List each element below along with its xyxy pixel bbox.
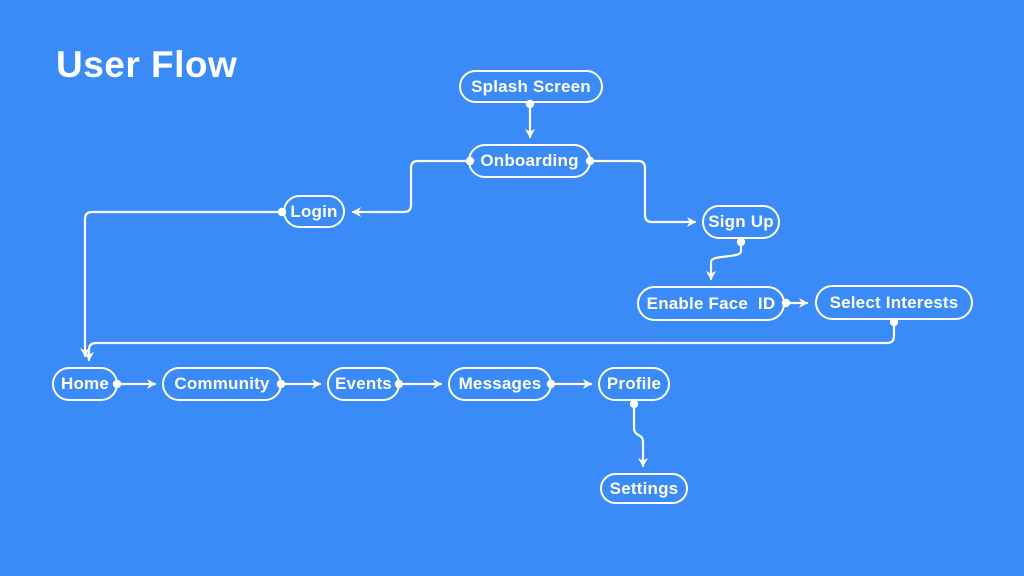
node-sign-up[interactable]: Sign Up [702,205,780,239]
node-profile[interactable]: Profile [598,367,670,401]
node-onboarding[interactable]: Onboarding [468,144,591,178]
edge-select-interests-home [83,322,896,362]
node-settings[interactable]: Settings [600,473,688,504]
node-splash-screen[interactable]: Splash Screen [459,70,603,103]
node-home[interactable]: Home [52,367,118,401]
anchor-dot [736,237,746,247]
node-messages[interactable]: Messages [448,367,552,401]
anchor-dot [629,399,639,409]
edge-profile-settings [632,405,649,468]
node-community[interactable]: Community [162,367,282,401]
edge-signup-enable-face-id [705,245,743,281]
edge-login-home [79,210,280,358]
node-login[interactable]: Login [283,195,345,228]
page-title: User Flow [56,44,238,85]
node-select-interests[interactable]: Select Interests [815,285,973,320]
edge-onboarding-login [351,159,468,218]
edge-onboarding-signup [592,159,697,228]
node-enable-face-id[interactable]: Enable Face ID [637,286,785,321]
node-events[interactable]: Events [327,367,400,401]
